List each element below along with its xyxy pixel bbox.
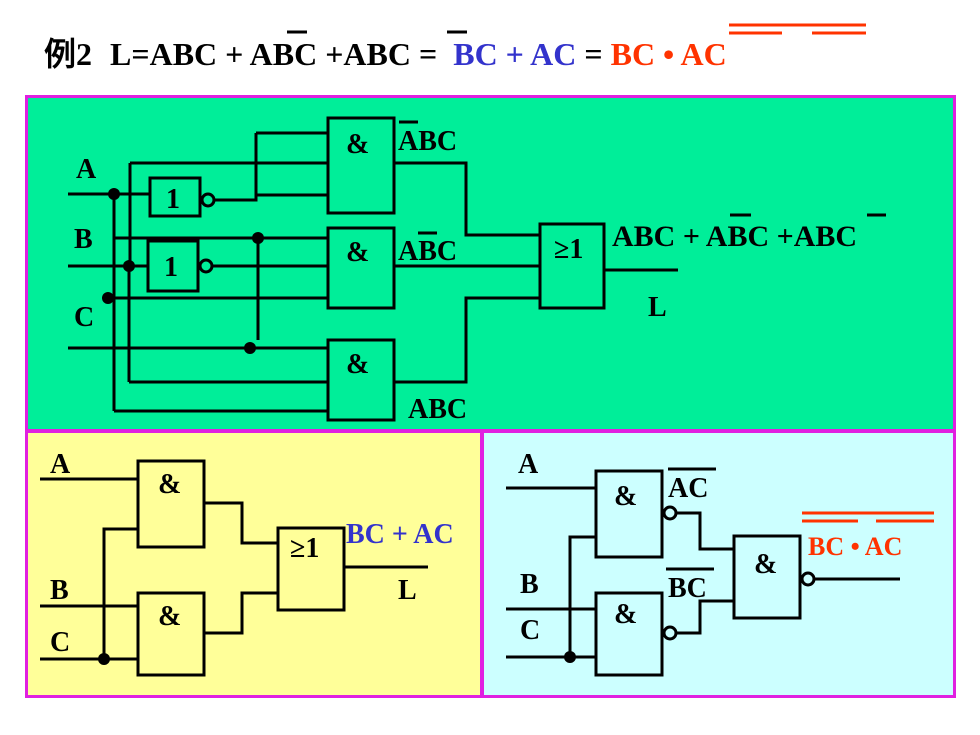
term2-label: ABC <box>398 236 457 267</box>
circuit-and-or-panel: A B C & & ≥1 BC + AC L <box>25 430 483 698</box>
and-gate-2-label: & <box>158 601 181 632</box>
input-label-a: A <box>76 154 97 185</box>
formula-term3-rest: C <box>388 36 411 72</box>
and-gate-3-label: & <box>346 349 369 380</box>
formula-nand-dot: • <box>655 36 680 72</box>
circuit-and-or: A B C & & ≥1 BC + AC L <box>28 433 480 695</box>
and-gate-1-label: & <box>346 129 369 160</box>
expression-label: BC • AC <box>808 532 902 561</box>
formula-simplified: BC + AC <box>453 36 576 72</box>
input-label-b: B <box>74 224 93 255</box>
and-gate-2-label: & <box>346 237 369 268</box>
input-label-c: C <box>74 302 94 333</box>
nand-gate-2-label: & <box>614 599 637 630</box>
junction-dots <box>102 188 264 354</box>
input-label-a: A <box>518 449 539 480</box>
nand-gate-1-label: & <box>614 481 637 512</box>
formula-equals-2: = <box>584 36 610 72</box>
term-overbars <box>399 120 886 235</box>
input-label-c: C <box>50 627 70 658</box>
output-label-l: L <box>398 575 417 606</box>
title-formula: 例2 L=ABC + ABC +ABC = BC + AC = BC • AC <box>44 23 866 72</box>
input-label-b: B <box>520 569 539 600</box>
term-ac-label: AC <box>668 473 708 504</box>
circuit-original: A B C 1 1 & & & ≥1 ABC ABC ABC ABC + ABC… <box>28 98 953 429</box>
formula-nand-term2: AC <box>680 36 726 72</box>
circuit-original-panel: A B C 1 1 & & & ≥1 ABC ABC ABC ABC + ABC… <box>25 95 956 432</box>
circuit-nand: A B C & & & AC BC BC • AC <box>484 433 953 695</box>
term-bc-label: BC <box>668 573 707 604</box>
term3-label: ABC <box>408 394 467 425</box>
and-gate-1-label: & <box>158 469 181 500</box>
term-overbars <box>666 467 716 571</box>
svg-text:例2 L=ABC + ABC +ABC =: 例2 L=ABC + ABC +ABC = BC + AC = BC • AC <box>44 36 727 72</box>
not-gate-a-label: 1 <box>166 184 180 215</box>
output-label-l: L <box>648 292 667 323</box>
not-gate-b-label: 1 <box>164 252 178 283</box>
formula-term2-rest: BC +A <box>273 36 367 72</box>
expression-label: BC + AC <box>346 519 454 550</box>
output-expression: ABC + ABC +ABC <box>612 220 857 253</box>
formula-nand-term1: BC <box>611 36 655 72</box>
formula-barred-b: B <box>367 36 388 72</box>
expression-overbars <box>802 511 934 523</box>
input-label-c: C <box>520 615 540 646</box>
or-gate-label: ≥1 <box>554 234 583 265</box>
formula-equals-1: = <box>411 36 445 72</box>
example-number: 例2 <box>44 36 92 72</box>
title-nand-overbars <box>729 23 866 35</box>
circuit-nand-panel: A B C & & & AC BC BC • AC <box>481 430 956 698</box>
input-label-b: B <box>50 575 69 606</box>
formula-barred-a: A <box>250 36 273 72</box>
or-gate-label: ≥1 <box>290 533 319 564</box>
term1-label: ABC <box>398 126 457 157</box>
formula-lhs: L=ABC + <box>110 36 250 72</box>
input-label-a: A <box>50 449 71 480</box>
nand-gate-3-label: & <box>754 549 777 580</box>
